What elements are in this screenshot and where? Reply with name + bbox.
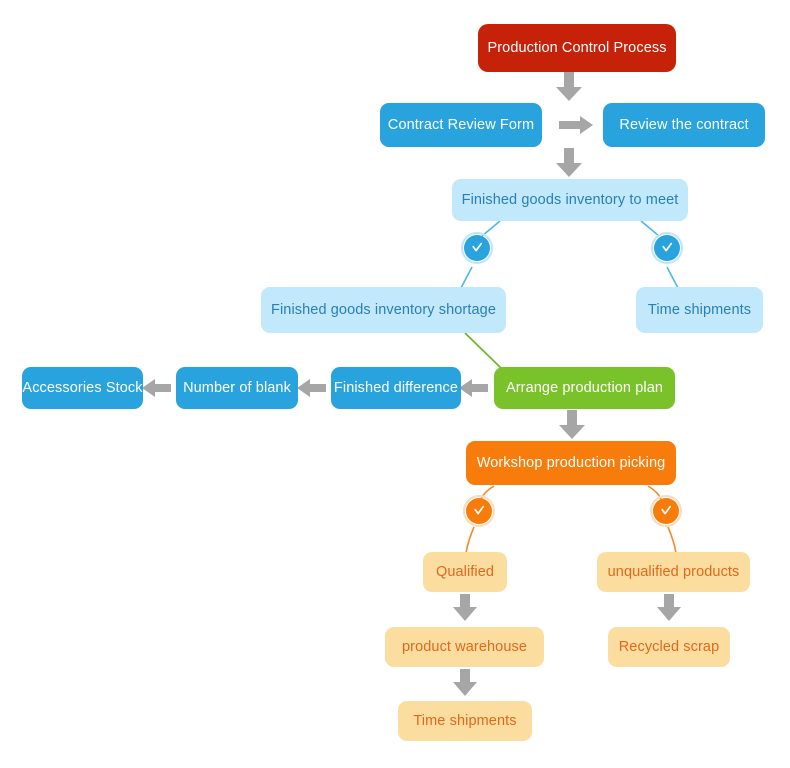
conn-badge-right-to-unqualified: [667, 526, 677, 554]
node-contract-review-form[interactable]: Contract Review Form: [380, 103, 542, 147]
conn-warehouse-to-shipments: [453, 669, 477, 696]
conn-blank-to-accessories: [142, 379, 171, 397]
conn-inventory-to-badge-right: [640, 220, 660, 237]
conn-plan-to-workshop: [559, 410, 585, 439]
node-time-shipments-orange[interactable]: Time shipments: [398, 701, 532, 741]
node-finished-goods-inventory-to-meet[interactable]: Finished goods inventory to meet: [452, 179, 688, 221]
check-circle-icon[interactable]: [650, 495, 682, 527]
conn-plan-to-difference: [459, 379, 488, 397]
node-workshop-production-picking[interactable]: Workshop production picking: [466, 441, 676, 485]
check-glyph-icon: [472, 242, 483, 252]
conn-badge-left-to-qualified: [465, 526, 475, 554]
node-production-control-process[interactable]: Production Control Process: [478, 24, 676, 72]
conn-contract-to-inventory: [556, 148, 582, 177]
conn-shortage-to-plan: [464, 332, 503, 370]
badge-ring: [461, 232, 493, 264]
conn-qualified-to-warehouse: [453, 594, 477, 621]
node-accessories-stock[interactable]: Accessories Stock: [22, 367, 143, 409]
node-review-the-contract[interactable]: Review the contract: [603, 103, 765, 147]
badge-ring: [463, 495, 495, 527]
node-arrange-production-plan[interactable]: Arrange production plan: [494, 367, 675, 409]
conn-badge-right-to-time: [666, 266, 679, 289]
node-recycled-scrap[interactable]: Recycled scrap: [608, 627, 730, 667]
check-circle-icon[interactable]: [463, 495, 495, 527]
check-glyph-icon: [474, 505, 485, 515]
node-finished-difference[interactable]: Finished difference: [331, 367, 461, 409]
conn-difference-to-blank: [297, 379, 326, 397]
check-circle-icon[interactable]: [461, 232, 493, 264]
conn-contract-to-review: [559, 116, 593, 134]
badge-ring: [651, 232, 683, 264]
check-circle-icon[interactable]: [651, 232, 683, 264]
node-number-of-blank[interactable]: Number of blank: [176, 367, 298, 409]
badge-ring: [650, 495, 682, 527]
node-time-shipments-blue[interactable]: Time shipments: [636, 287, 763, 333]
node-qualified[interactable]: Qualified: [423, 552, 507, 592]
node-finished-goods-inventory-shortage[interactable]: Finished goods inventory shortage: [261, 287, 506, 333]
conn-unqualified-to-scrap: [657, 594, 681, 621]
check-glyph-icon: [662, 242, 673, 252]
node-product-warehouse[interactable]: product warehouse: [385, 627, 544, 667]
check-glyph-icon: [661, 505, 672, 515]
node-unqualified-products[interactable]: unqualified products: [597, 552, 750, 592]
conn-badge-left-to-shortage: [460, 266, 473, 289]
conn-process-to-contract: [556, 72, 582, 101]
